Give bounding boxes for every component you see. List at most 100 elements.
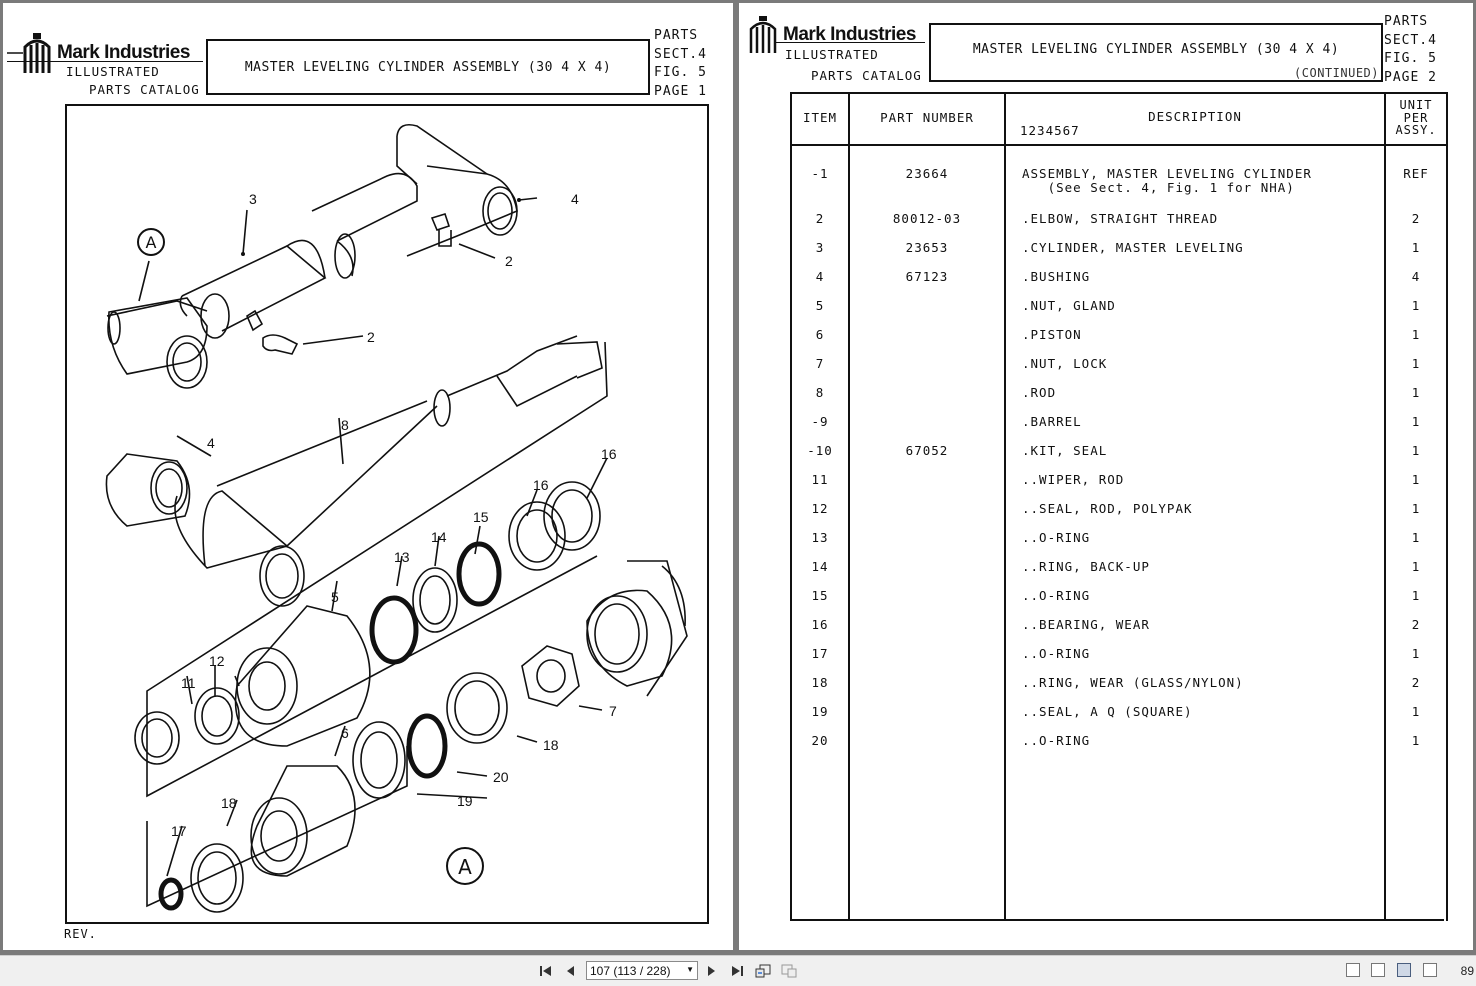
cell-part-number: 67123: [905, 269, 949, 284]
page-number-input[interactable]: 107 (113 / 228) ▼: [586, 961, 698, 980]
meta-section: SECT.4: [1384, 32, 1437, 48]
cell-unit-per-assy: 1: [1411, 588, 1421, 603]
cell-description: ..WIPER, ROD: [1022, 472, 1125, 487]
revision-label: REV.: [64, 927, 97, 941]
illustration-frame: A A 3 4 2 2 8 4 16 16 15 14 13: [65, 104, 709, 924]
meta-figure: FIG. 5: [1384, 51, 1437, 66]
cell-item: -10: [807, 443, 833, 458]
cell-unit-per-assy: 1: [1411, 704, 1421, 719]
cell-part-number: 23664: [905, 166, 949, 181]
header-unit-line2: PER: [1403, 110, 1429, 125]
cell-part-number: 67052: [905, 443, 949, 458]
detail-marker-a-label: A: [146, 233, 157, 252]
cell-description: ASSEMBLY, MASTER LEVELING CYLINDER: [1022, 166, 1312, 181]
cell-item: 2: [815, 211, 825, 226]
callout-18b: 18: [221, 795, 237, 811]
forward-view-button[interactable]: [780, 962, 798, 980]
brand-logo-right: Mark Industries: [745, 15, 916, 55]
header-part-number: PART NUMBER: [880, 110, 974, 125]
last-page-button[interactable]: [728, 962, 746, 980]
back-view-button[interactable]: [754, 962, 772, 980]
cell-item: -9: [811, 414, 829, 429]
cell-description: .NUT, GLAND: [1022, 298, 1116, 313]
company-logo-icon: [749, 16, 777, 53]
header-item: ITEM: [802, 110, 838, 125]
exploded-parts-diagram: A A 3 4 2 2 8 4 16 16 15 14 13: [105, 123, 688, 913]
page-title: MASTER LEVELING CYLINDER ASSEMBLY (30 4 …: [972, 42, 1340, 57]
parts-table: ITEM PART NUMBER DESCRIPTION 1234567 UNI…: [790, 92, 1448, 921]
table-row: 19..SEAL, A Q (SQUARE)1: [792, 704, 1446, 724]
callout-18: 18: [543, 737, 559, 753]
page-title-box: MASTER LEVELING CYLINDER ASSEMBLY (30 4 …: [206, 39, 650, 95]
cell-unit-per-assy: 1: [1411, 385, 1421, 400]
meta-page: PAGE 1: [654, 83, 707, 99]
subtitle-illustrated: ILLUSTRATED: [785, 47, 879, 62]
meta-parts: PARTS: [654, 28, 699, 43]
cell-description: .BARREL: [1022, 414, 1082, 429]
next-page-button[interactable]: [703, 962, 721, 980]
cell-item: 17: [811, 646, 829, 661]
brand-logo: Mark Industries: [7, 31, 190, 75]
document-viewport[interactable]: Mark Industries ILLUSTRATED PARTS CATALO…: [0, 0, 1476, 955]
cell-item: 5: [815, 298, 825, 313]
header-description-sub: 1234567: [1020, 123, 1080, 138]
first-page-button[interactable]: [537, 962, 555, 980]
header-unit-per-assy: UNIT PER ASSY.: [1386, 99, 1446, 137]
cell-unit-per-assy: 2: [1411, 211, 1421, 226]
chevron-down-icon[interactable]: ▼: [686, 965, 694, 974]
cell-item: 8: [815, 385, 825, 400]
continuous-facing-view-icon[interactable]: [1423, 963, 1437, 977]
subtitle-parts-catalog: PARTS CATALOG: [811, 68, 922, 83]
cell-unit-per-assy: 1: [1411, 443, 1421, 458]
logo-underline: [7, 61, 203, 62]
single-page-view-icon[interactable]: [1346, 963, 1360, 977]
continued-label: (CONTINUED): [1294, 66, 1379, 80]
callout-3: 3: [249, 191, 257, 207]
callout-5: 5: [331, 589, 339, 605]
page-title-box: MASTER LEVELING CYLINDER ASSEMBLY (30 4 …: [929, 23, 1383, 82]
callout-4b: 4: [207, 435, 215, 451]
callout-15: 15: [473, 509, 489, 525]
company-logo-icon: [7, 33, 51, 73]
next-page-icon: [708, 966, 715, 976]
header-unit-line3: ASSY.: [1395, 123, 1437, 137]
facing-pages-view-icon[interactable]: [1397, 963, 1411, 977]
cell-item: 3: [815, 240, 825, 255]
cell-unit-per-assy: 1: [1411, 646, 1421, 661]
cell-item: 11: [811, 472, 829, 487]
cell-description: ..O-RING: [1022, 588, 1091, 603]
page-title: MASTER LEVELING CYLINDER ASSEMBLY (30 4 …: [244, 59, 612, 75]
cell-description: .ELBOW, STRAIGHT THREAD: [1022, 211, 1219, 226]
cell-part-number: 23653: [905, 240, 949, 255]
cell-description: ..O-RING: [1022, 530, 1091, 545]
cell-unit-per-assy: 1: [1411, 240, 1421, 255]
cell-part-number: 80012-03: [892, 211, 962, 226]
header-description: DESCRIPTION: [1148, 109, 1242, 124]
zoom-level[interactable]: 89: [1460, 964, 1474, 978]
page-right: Mark Industries ILLUSTRATED PARTS CATALO…: [739, 3, 1473, 950]
cell-item: 4: [815, 269, 825, 284]
detail-marker-a: A: [137, 228, 165, 256]
last-page-icon: [732, 966, 743, 976]
cell-description: ..BEARING, WEAR: [1022, 617, 1150, 632]
previous-page-button[interactable]: [561, 962, 579, 980]
callout-16: 16: [601, 446, 617, 462]
cell-item: 20: [811, 733, 829, 748]
cell-description: ..O-RING: [1022, 646, 1091, 661]
cell-item: 18: [811, 675, 829, 690]
meta-figure: FIG. 5: [654, 65, 707, 80]
callout-4: 4: [571, 191, 579, 207]
continuous-view-icon[interactable]: [1371, 963, 1385, 977]
cell-description: ..O-RING: [1022, 733, 1091, 748]
callout-2: 2: [505, 253, 513, 269]
